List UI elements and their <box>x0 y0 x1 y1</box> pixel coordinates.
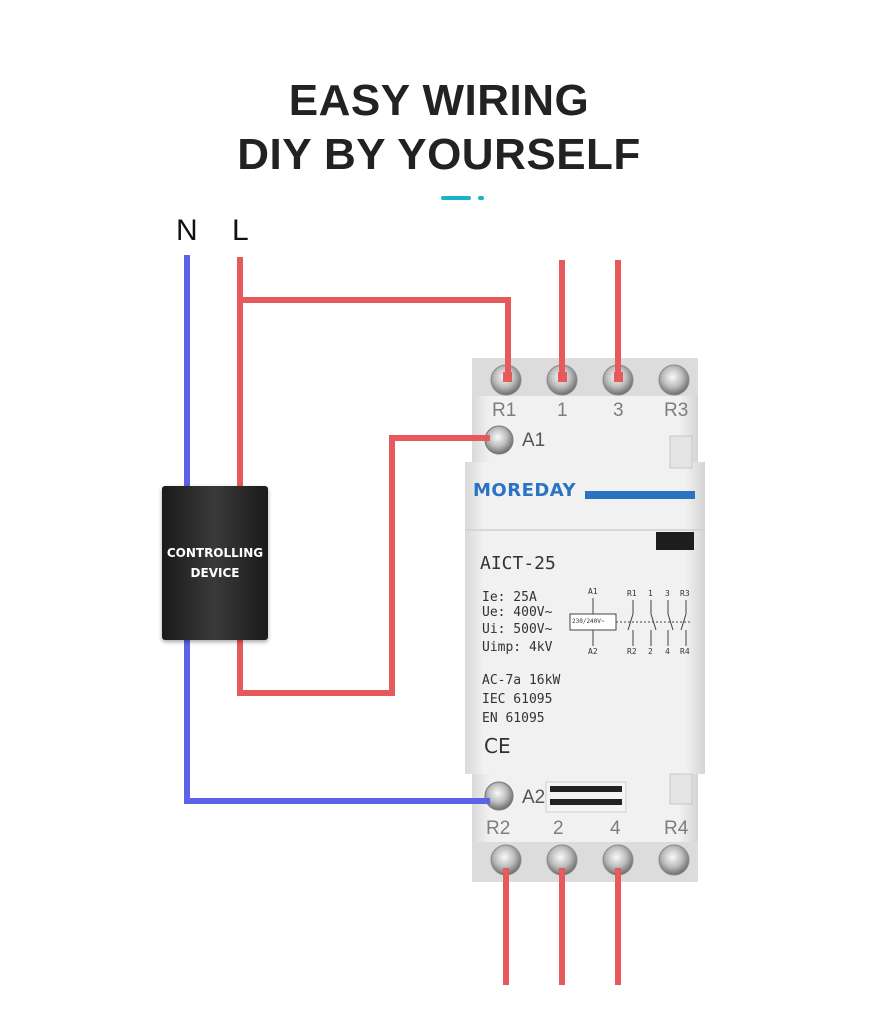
rating-ue: Ue: 400V~ <box>482 605 553 620</box>
bottom-screws <box>490 844 690 876</box>
schematic-r1: R1 <box>627 589 637 598</box>
schematic-a2: A2 <box>588 647 598 656</box>
schematic-4: 4 <box>665 647 670 656</box>
schematic-a1: A1 <box>588 587 598 596</box>
schematic-1: 1 <box>648 589 653 598</box>
rating-uimp: Uimp: 4kV <box>482 640 553 655</box>
terminal-r2: R2 <box>486 818 511 839</box>
rating-ac7a: AC-7a 16kW <box>482 673 561 688</box>
coil-a1-label: A1 <box>522 430 546 451</box>
live-wires <box>237 257 621 985</box>
brand-logo: MOREDAY <box>473 480 577 501</box>
live-label: L <box>232 214 249 247</box>
terminal-r3: R3 <box>664 400 689 421</box>
controlling-device: CONTROLLING DEVICE <box>162 486 268 640</box>
terminal-3: 3 <box>613 400 624 421</box>
schematic-coil-voltage: 230/240V~ <box>572 618 605 625</box>
brand-bar <box>585 491 695 499</box>
schematic-symbol <box>569 598 690 646</box>
status-window <box>656 532 694 550</box>
schematic-2: 2 <box>648 647 653 656</box>
wire-ends <box>503 372 623 382</box>
terminal-4: 4 <box>610 818 621 839</box>
a2-screw <box>484 781 514 811</box>
headline-line-1: EASY WIRING <box>288 76 590 125</box>
accent-dot <box>478 196 484 200</box>
schematic-r4: R4 <box>680 647 690 656</box>
neutral-wire <box>184 255 490 804</box>
headline-line-2: DIY BY YOURSELF <box>237 130 641 179</box>
ce-mark: CE <box>484 734 511 758</box>
controlling-device-label: CONTROLLING DEVICE <box>166 546 264 580</box>
terminal-1: 1 <box>557 400 568 421</box>
schematic-r3: R3 <box>680 589 690 598</box>
rating-ie: Ie: 25A <box>482 590 537 605</box>
standard-en: EN 61095 <box>482 711 545 726</box>
rating-ui: Ui: 500V~ <box>482 622 553 637</box>
standard-iec: IEC 61095 <box>482 692 553 707</box>
neutral-label: N <box>176 214 198 247</box>
schematic-3: 3 <box>665 589 670 598</box>
terminal-2: 2 <box>553 818 564 839</box>
schematic-r2: R2 <box>627 647 637 656</box>
coil-a2-label: A2 <box>522 787 546 808</box>
terminal-r1: R1 <box>492 400 517 421</box>
accent-dash <box>441 196 471 200</box>
model-number: AICT-25 <box>480 553 556 574</box>
terminal-r4: R4 <box>664 818 689 839</box>
